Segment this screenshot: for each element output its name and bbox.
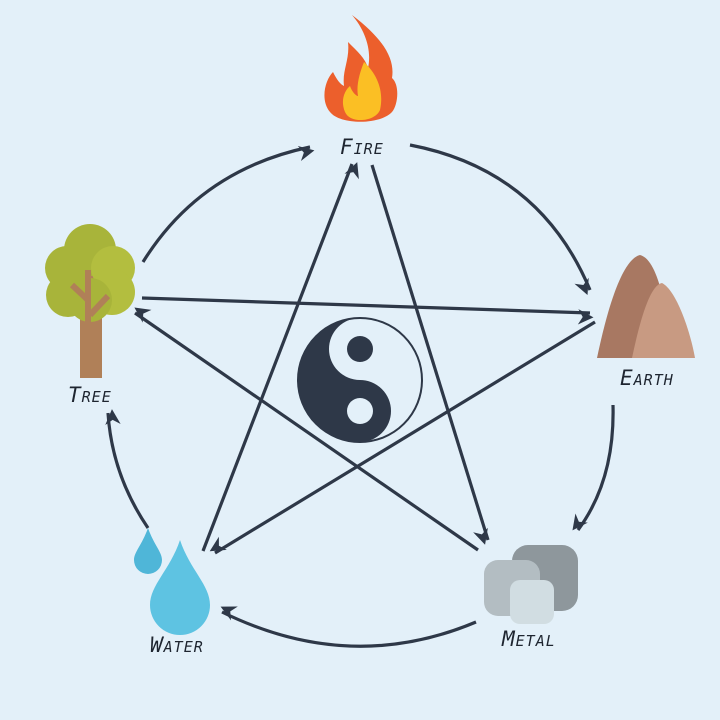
arrow-earth-to-water [209, 320, 596, 555]
earth-label: Earth [620, 366, 674, 390]
fire-icon [324, 15, 398, 122]
arrow-metal-to-tree [134, 307, 479, 552]
water-label: Water [150, 633, 204, 657]
metal-label: Metal [501, 627, 556, 651]
arrow-water-to-tree [105, 409, 150, 529]
fire-label: Fire [340, 135, 384, 159]
tree-label: Tree [68, 383, 112, 407]
arrow-fire-to-earth [409, 143, 592, 295]
yin-yang-icon [297, 317, 423, 443]
arrow-earth-to-metal [572, 404, 615, 531]
water-drops-icon [134, 528, 210, 635]
overcoming-cycle-arrows [134, 162, 596, 555]
metal-rocks-icon [484, 545, 578, 624]
tree-icon [45, 224, 135, 378]
arrow-water-to-fire [201, 162, 359, 552]
arrow-tree-to-earth [141, 296, 594, 325]
arrow-tree-to-fire [141, 145, 315, 263]
arrow-fire-to-metal [370, 164, 490, 545]
arrow-metal-to-water [220, 606, 477, 648]
generating-cycle-arrows [105, 143, 615, 648]
mountain-icon [597, 255, 695, 358]
